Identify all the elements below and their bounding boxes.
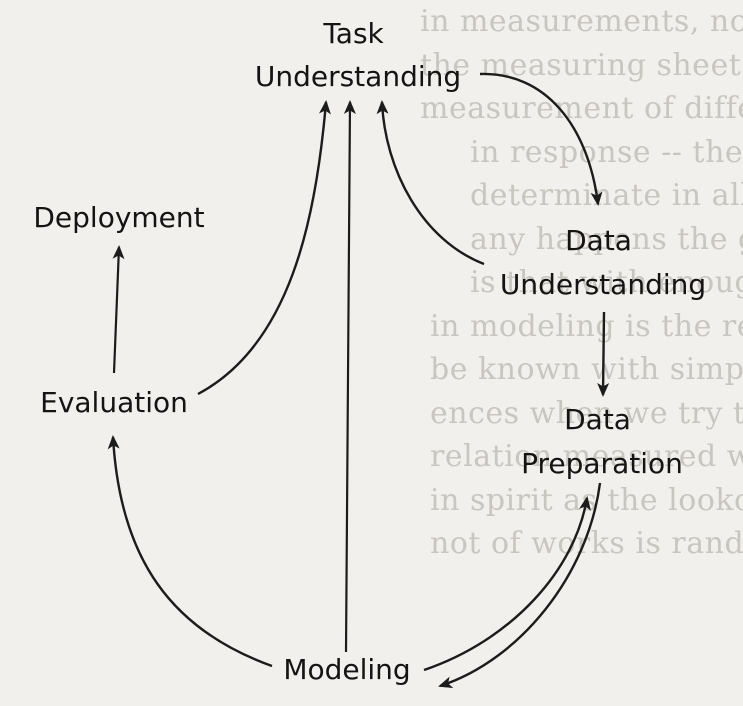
node-data-preparation-line-2: Preparation [521, 447, 683, 480]
background-text-line: measurement of different sorts. When set… [420, 91, 743, 126]
background-text-line: in response -- the normal stuff is rarel… [470, 134, 743, 170]
edge-evaluation-to-task [197, 100, 331, 396]
background-text-line: the measuring sheet may be off by a bit,… [420, 47, 743, 83]
node-deployment: Deployment [33, 201, 204, 234]
edge-data-preparation-to-modeling [438, 482, 602, 688]
background-text-line: is that with enough sense it can be impo… [470, 265, 743, 300]
node-modeling-label: Modeling [283, 653, 410, 686]
node-data-understanding: Data Understanding [500, 224, 706, 301]
background-text-line: in modeling is the record of the [430, 308, 743, 344]
node-evaluation: Evaluation [40, 386, 188, 419]
node-data-understanding-line-1: Data [565, 224, 632, 257]
background-text-line: ences when we try to relate input of [430, 395, 743, 431]
background-text-line: any happens the good news is that the [470, 221, 743, 257]
node-evaluation-label: Evaluation [40, 386, 188, 419]
edge-data-understanding-to-task [376, 100, 485, 266]
edge-modeling-to-evaluation [107, 435, 273, 668]
node-data-preparation-line-1: Data [564, 403, 631, 436]
background-text-line: in measurements, not every value we have… [420, 4, 743, 39]
background-text-line: determinate in all the ways which we hav… [470, 178, 743, 213]
background-text-line: not of works is random in a very deep se… [430, 526, 743, 561]
node-data-preparation: Data Preparation [521, 403, 683, 480]
edge-modeling-to-data-preparation [423, 496, 591, 672]
node-task-understanding-line-2: Understanding [255, 60, 461, 93]
node-data-understanding-line-2: Understanding [500, 268, 706, 301]
edge-task-to-data-understanding [479, 72, 603, 206]
node-deployment-label: Deployment [33, 201, 204, 234]
node-task-understanding-line-1: Task [322, 17, 384, 50]
background-text-line: relation measured with proof accuracy, s… [430, 439, 743, 474]
node-task-understanding: Task Understanding [255, 17, 461, 93]
edge-modeling-to-task [343, 100, 356, 653]
edge-evaluation-to-deployment [112, 245, 125, 374]
background-text-line: be known with simple accuracy. Each time [430, 352, 743, 387]
node-modeling: Modeling [283, 653, 410, 686]
edge-data-understanding-to-data-preparation [597, 311, 610, 397]
